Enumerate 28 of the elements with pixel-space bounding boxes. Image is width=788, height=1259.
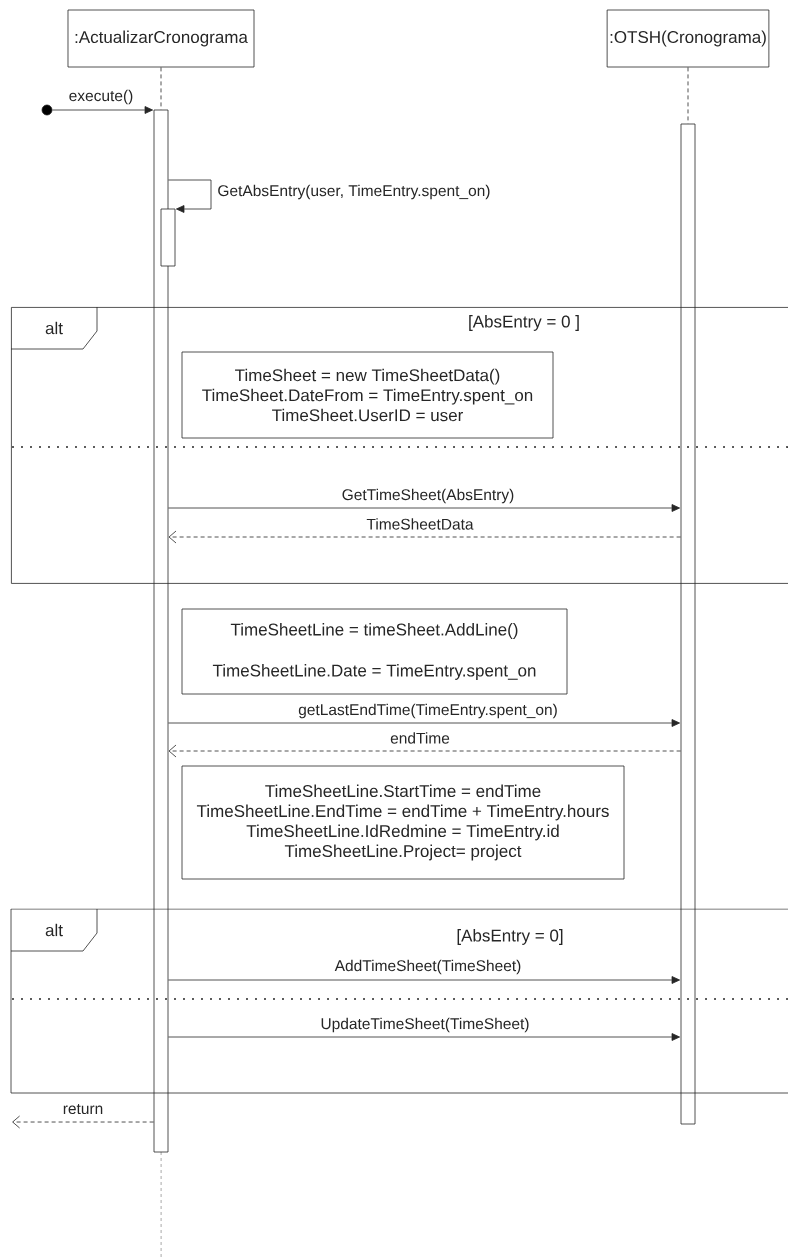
message-label: execute() bbox=[69, 89, 133, 105]
lifeline bbox=[687, 67, 689, 124]
message-arrow bbox=[168, 1033, 680, 1041]
alt-frame: alt [AbsEntry = 0] bbox=[10, 908, 563, 952]
message-label: AddTimeSheet(TimeSheet) bbox=[334, 959, 521, 975]
message-label: GetTimeSheet(AbsEntry) bbox=[342, 488, 514, 504]
activation-bar bbox=[160, 208, 176, 267]
lifeline-head: :ActualizarCronograma bbox=[67, 9, 255, 68]
message-arrow bbox=[52, 106, 153, 114]
note-box: TimeSheetLine.StartTime = endTime TimeSheetLine.EndTime = endTime + TimeEntry.hours TimeSheetLine.IdRedmine = TimeEntry.id TimeSheetLine.Project= project bbox=[181, 765, 625, 880]
message-label: endTime bbox=[390, 732, 450, 744]
message-label: GetAbsEntry(user, TimeEntry.spent_on) bbox=[218, 184, 490, 200]
self-message-arrow bbox=[168, 179, 212, 213]
lifeline-head: :OTSH(Cronograma) bbox=[606, 9, 770, 68]
message-label: getLastEndTime(TimeEntry.spent_on) bbox=[298, 703, 557, 719]
message-label: UpdateTimeSheet(TimeSheet) bbox=[321, 1017, 529, 1033]
lifeline bbox=[160, 67, 162, 110]
message-label: return bbox=[63, 1103, 103, 1115]
message-arrow bbox=[168, 976, 680, 984]
return-arrow bbox=[12, 1115, 154, 1129]
message-arrow bbox=[168, 719, 680, 727]
return-arrow bbox=[168, 530, 681, 544]
message-label: TimeSheetData bbox=[366, 518, 474, 530]
return-arrow bbox=[168, 744, 681, 758]
note-box: TimeSheet = new TimeSheetData() TimeSheet.DateFrom = TimeEntry.spent_on TimeSheet.UserID = user bbox=[181, 351, 554, 439]
activation-bar bbox=[680, 123, 696, 1125]
note-box: TimeSheetLine = timeSheet.AddLine() TimeSheetLine.Date = TimeEntry.spent_on bbox=[181, 608, 568, 695]
message-arrow bbox=[168, 504, 680, 512]
